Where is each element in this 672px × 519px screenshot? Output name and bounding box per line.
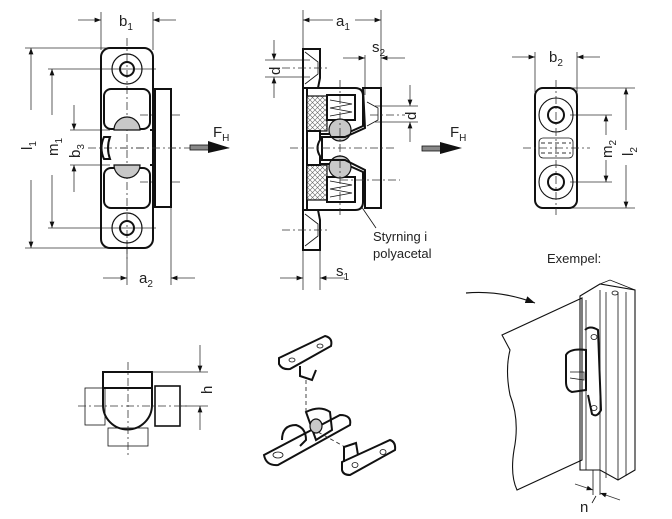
section-view: a1 s2 d d s1 FH Styrning i polyacetal bbox=[265, 10, 466, 290]
label-b1: b1 bbox=[119, 13, 133, 33]
exploded-view bbox=[262, 334, 397, 477]
label-s2: s2 bbox=[372, 39, 386, 59]
label-a2: a2 bbox=[139, 270, 153, 290]
force-arrow-section bbox=[421, 142, 462, 154]
dimension-lines-front bbox=[25, 12, 195, 285]
label-m2: m2 bbox=[599, 140, 619, 159]
striker-view: b2 m2 l2 bbox=[512, 49, 640, 215]
top-view: h bbox=[78, 345, 216, 458]
force-arrow-front bbox=[189, 141, 230, 153]
label-n: n bbox=[580, 499, 588, 516]
label-a1: a1 bbox=[336, 13, 350, 33]
label-fh-section: FH bbox=[450, 124, 466, 144]
label-m1: m1 bbox=[45, 138, 65, 157]
label-h: h bbox=[199, 386, 216, 394]
label-s1: s1 bbox=[336, 263, 350, 283]
label-b3: b3 bbox=[67, 144, 87, 158]
dimension-lines-striker bbox=[512, 52, 635, 209]
example-title: Exempel: bbox=[547, 251, 601, 266]
label-l2: l2 bbox=[620, 147, 640, 156]
example-view: Exempel: n bbox=[465, 251, 636, 516]
label-b2: b2 bbox=[549, 49, 563, 69]
front-view: b1 l1 m1 b3 a2 FH bbox=[19, 12, 230, 290]
label-fh-front: FH bbox=[213, 124, 229, 144]
label-l1: l1 bbox=[19, 141, 39, 150]
material-note-line1: Styrning i bbox=[373, 229, 427, 244]
label-d-right: d bbox=[403, 112, 420, 120]
material-note-line2: polyacetal bbox=[373, 246, 432, 261]
label-d-left: d bbox=[267, 67, 284, 75]
